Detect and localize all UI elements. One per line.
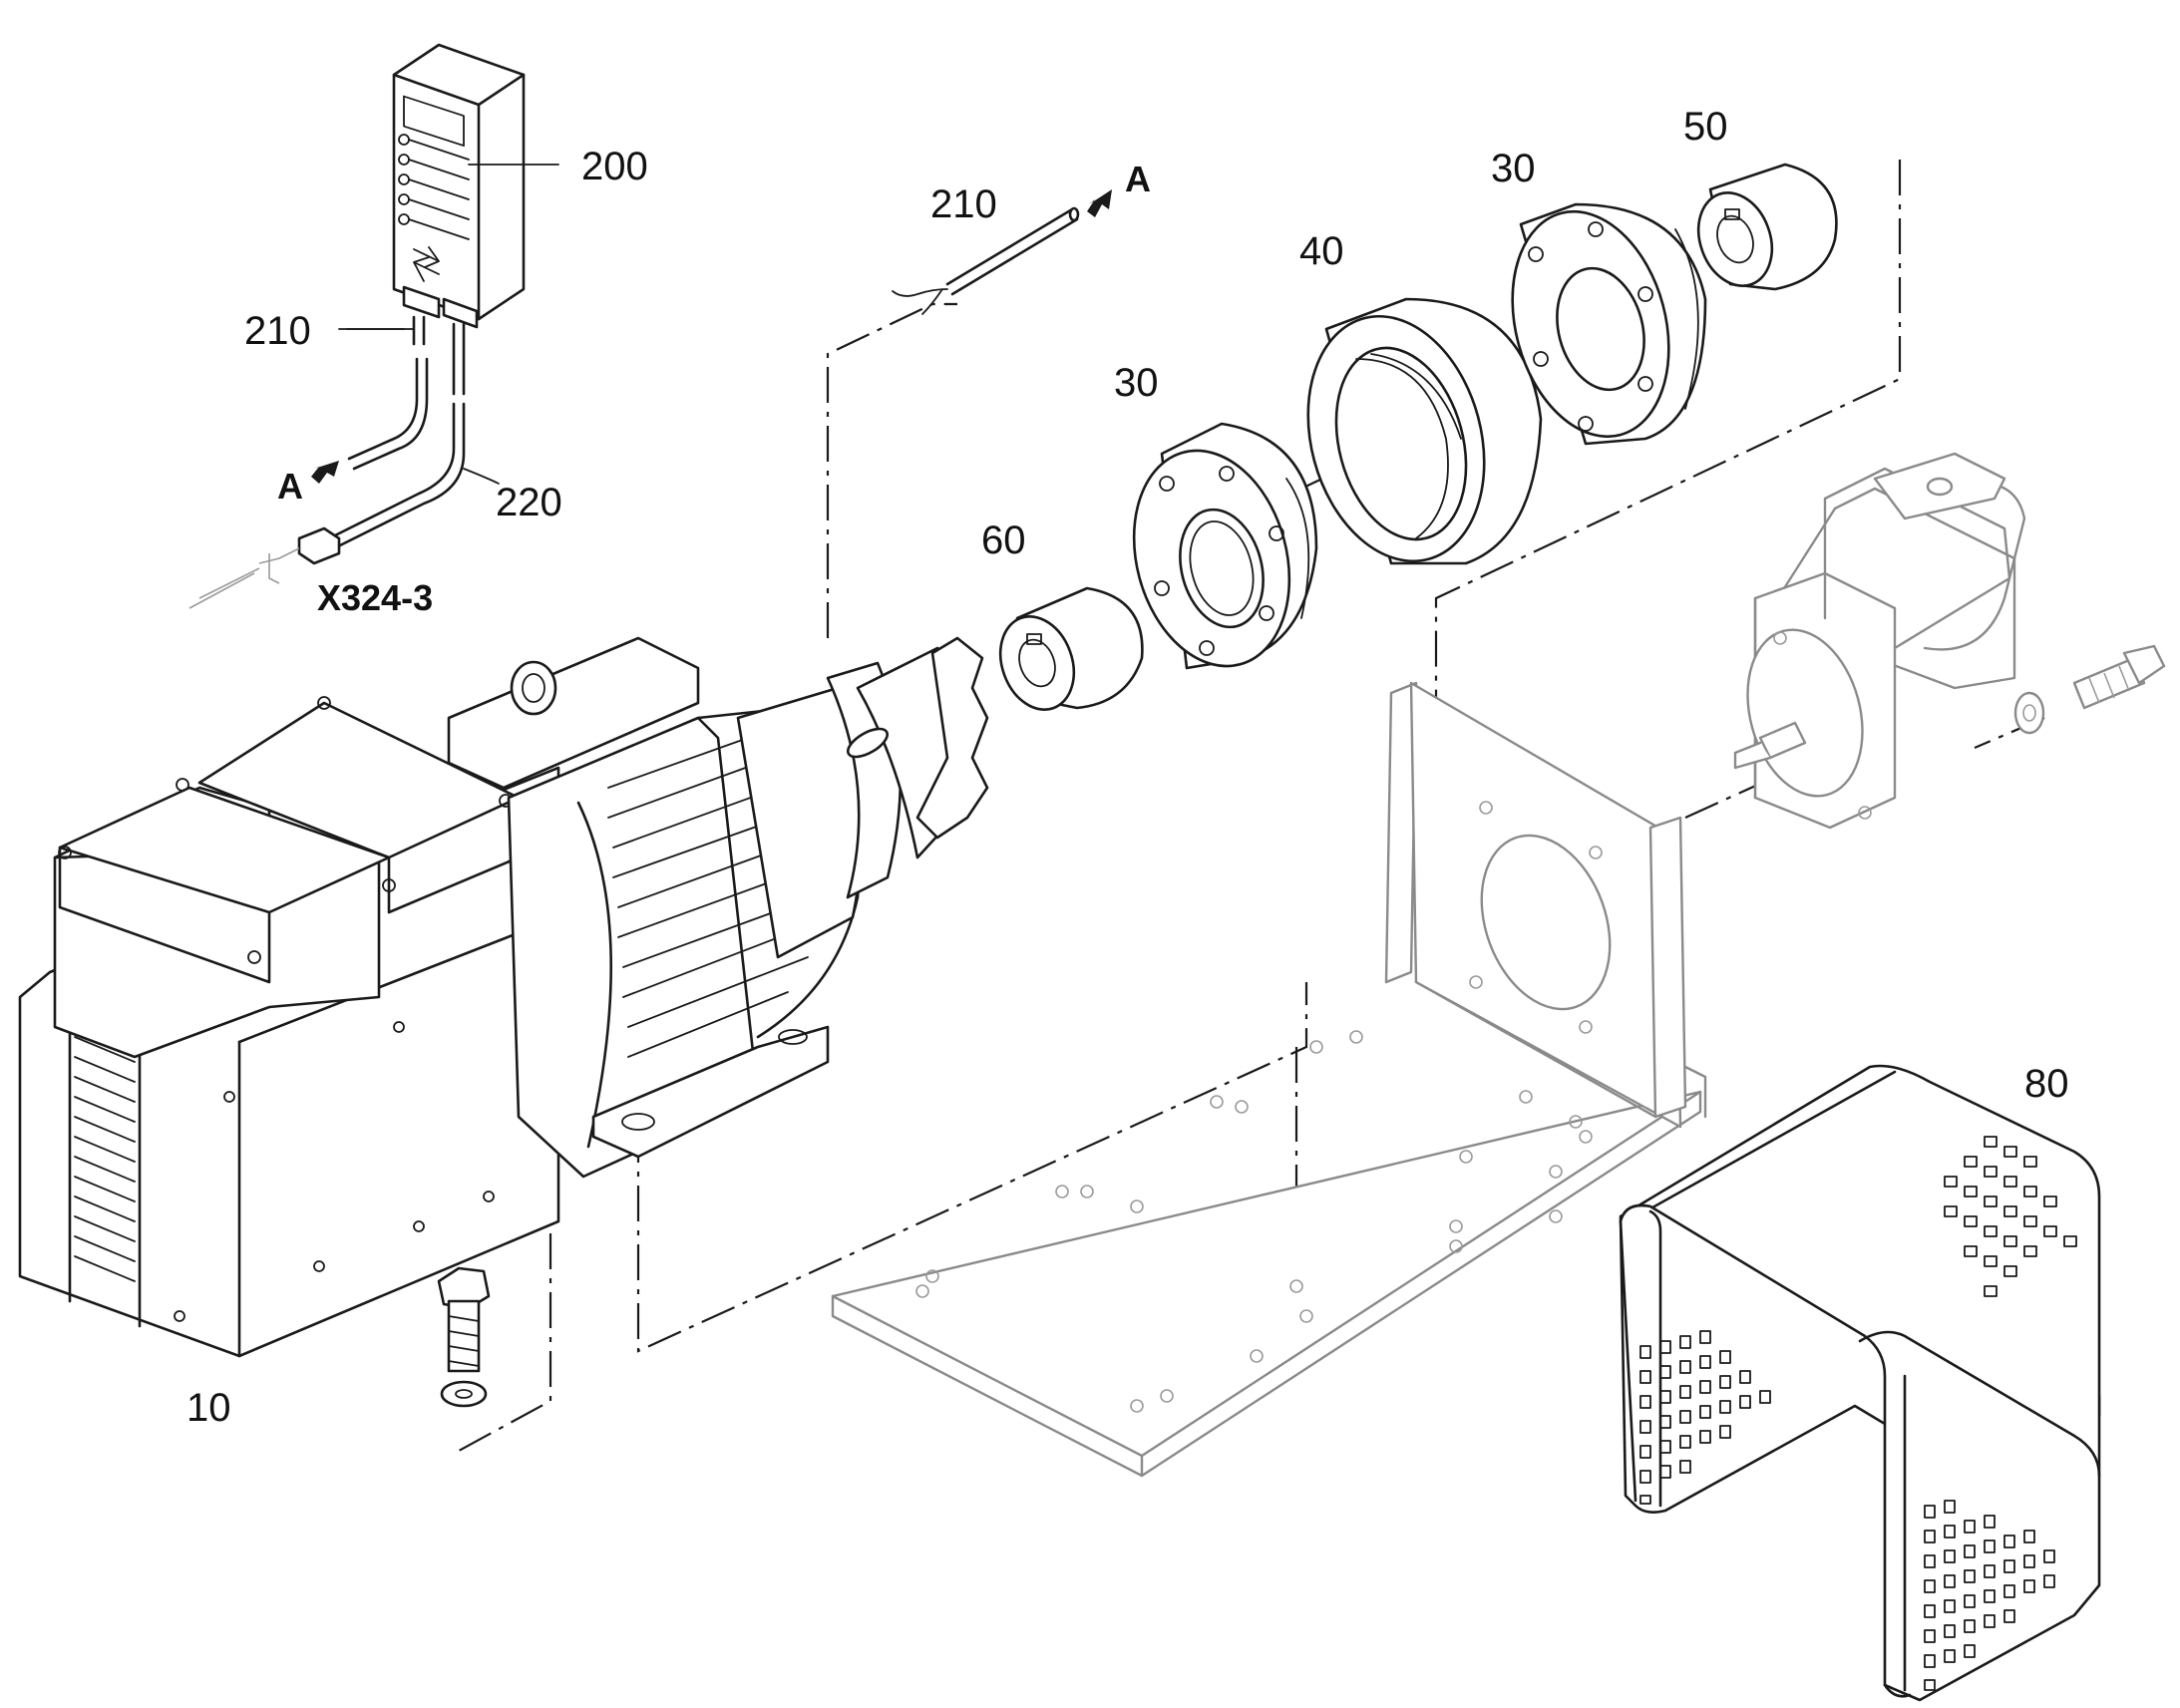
callout-60: 60	[981, 518, 1026, 562]
lifting-eye	[510, 660, 557, 716]
callout-a-left: A	[277, 466, 303, 507]
callout-x324-3: X324-3	[317, 577, 433, 618]
callout-a-top: A	[1125, 159, 1151, 199]
base-frame-ghost	[831, 681, 1707, 1478]
button-row	[398, 134, 470, 240]
callout-210-top: 210	[930, 182, 997, 226]
hydraulic-pump-ghost	[1733, 452, 2026, 830]
arrow-a-icons	[311, 189, 1112, 484]
bolt-and-washer	[437, 1266, 491, 1408]
base-plate-holes	[915, 1030, 1593, 1413]
callout-220: 220	[496, 481, 562, 524]
arrow-a-left-icon	[311, 461, 339, 484]
motor-inverter-10	[18, 636, 989, 1358]
loose-cable-210	[892, 206, 1080, 315]
coupling-flange-30-lower	[1132, 422, 1318, 670]
cables-210-220	[188, 315, 500, 609]
callout-10: 10	[186, 1386, 231, 1430]
callout-labels: 200 210 220 A X324-3 210 A 50 30 40 30 6…	[186, 105, 2069, 1430]
display-window	[403, 95, 465, 148]
arrow-symbol-icon	[413, 246, 440, 282]
callout-50: 50	[1683, 105, 1728, 149]
pump-bolt-and-washer	[2013, 644, 2166, 735]
leader-lines	[338, 164, 559, 330]
guard-perforation-upper	[1944, 1136, 2077, 1297]
elastomer-ring-40	[1306, 297, 1543, 565]
motor-cooling-ribs	[607, 712, 839, 1058]
arrow-a-top-icon	[1087, 189, 1112, 217]
cable-glands	[402, 285, 479, 329]
control-unit-200	[392, 43, 526, 329]
coupling-guard-80	[1619, 1064, 2101, 1702]
coupling-hub-50	[1696, 163, 1838, 291]
callout-80: 80	[2024, 1062, 2069, 1106]
callout-30-top: 30	[1491, 147, 1536, 190]
callout-210-left: 210	[244, 309, 311, 353]
guard-perforation-right	[1924, 1500, 2055, 1691]
callout-30-mid: 30	[1114, 361, 1159, 405]
guard-perforation-left	[1639, 1330, 1771, 1505]
callout-40: 40	[1299, 229, 1344, 273]
coupling-flange-30-upper	[1511, 202, 1707, 446]
callout-200: 200	[581, 145, 648, 188]
coupling-hub-60	[998, 586, 1144, 711]
